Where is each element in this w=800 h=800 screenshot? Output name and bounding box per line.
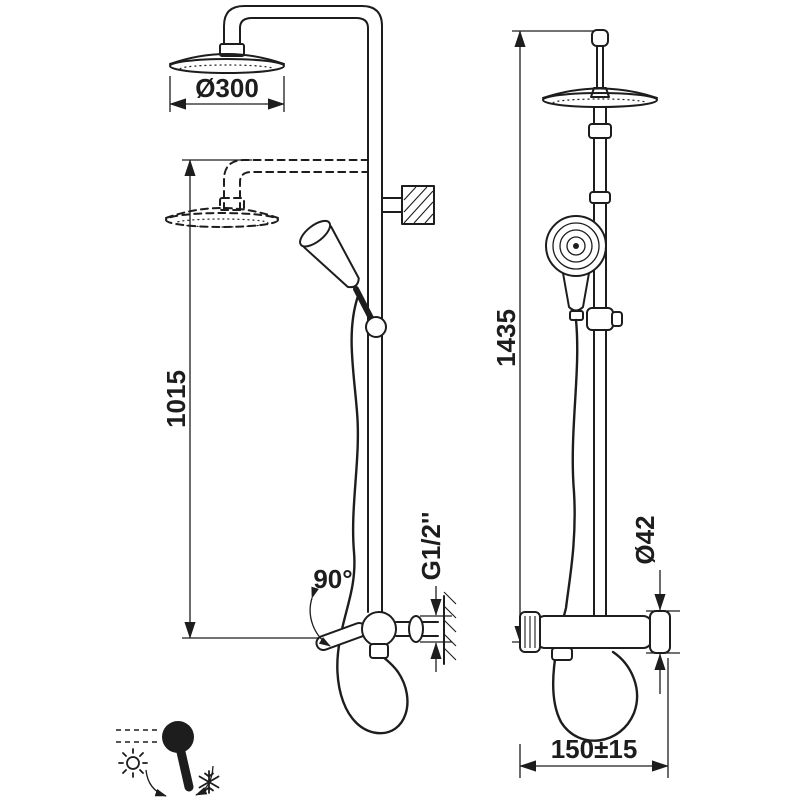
hand-shower-grip [353,286,375,323]
rain-head-dome [169,53,285,65]
shower-hose-front [336,294,409,735]
annotation-swivel-angle: 90° [309,564,353,647]
label-adjustable-height: 1015 [161,370,191,428]
slider-knob [365,316,387,338]
pipe-collar-lower [589,191,611,204]
riser-arm-outer [223,5,383,613]
label-thread: G1/2'' [416,512,446,581]
rain-head-dome-side [542,87,658,99]
rotate-hot-arrow [145,769,167,797]
rain-head-lowered-position [165,159,369,228]
front-view: Ø300 1015 [161,5,457,735]
lever-stem [176,747,194,792]
top-knob [591,29,609,47]
rain-head-face-side [552,98,648,108]
mixer-barrel [535,615,653,649]
label-total-height: 1435 [491,309,521,367]
slider-lock-knob [611,311,623,327]
sun-icon [118,748,148,778]
riser-pipe-side [593,106,607,617]
dimension-thread: G1/2'' [416,512,452,672]
dimension-total-height: 1435 [491,30,600,643]
mixer-body-side [519,610,671,661]
slider-bracket [586,307,614,331]
rain-head-rim [169,58,285,74]
rain-head-connector [219,43,245,57]
label-head-diameter: Ø300 [195,73,259,103]
top-rod [596,45,604,91]
hose-outlet-side [551,647,573,661]
hand-shower-handle [562,272,590,312]
shower-hose-side [551,318,639,742]
cartridge-cap [649,610,671,654]
rain-head-rim-side [542,92,658,108]
hand-shower-side [299,219,360,289]
dashed-pipe [116,729,160,743]
mixer-lever [315,622,368,652]
mixer-body-front [361,611,397,647]
label-angle: 90° [313,564,352,594]
wall-bracket [381,185,435,225]
lever-knob [162,721,194,753]
dimension-cartridge-diameter: Ø42 [630,515,680,694]
rotate-cold-arrow [195,765,214,796]
riser-arm-inner [239,17,369,613]
mixer-valve-front [315,591,457,665]
rain-head-face [179,64,275,74]
label-cartridge-diameter: Ø42 [630,515,660,564]
pipe-collar-upper [588,123,612,139]
hose-outlet [369,643,389,659]
mixer-lever-icon [116,721,220,797]
label-wall-distance: 150±15 [551,734,638,764]
dimension-head-diameter: Ø300 [169,73,285,112]
dimension-wall-distance: 150±15 [519,658,669,778]
hand-shower-front [545,215,623,331]
wall-union [408,615,424,643]
side-view: 1435 [491,29,680,778]
